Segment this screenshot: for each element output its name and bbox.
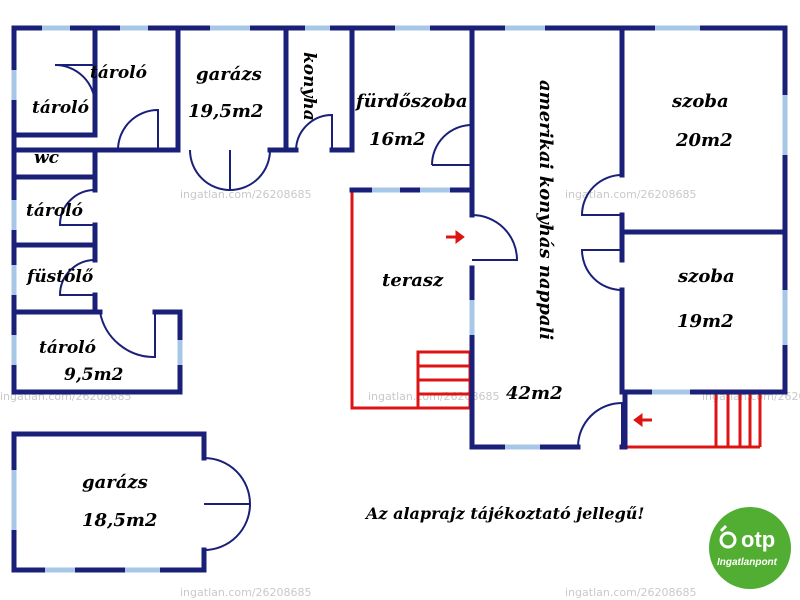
label-konyha: konyha — [299, 52, 319, 121]
door-bath — [431, 124, 473, 166]
door-taroló-bottom — [99, 311, 156, 359]
door-konyha — [295, 113, 333, 151]
arrow-left-icon — [633, 413, 652, 427]
watermark-7: ingatlan.com/26208685 — [565, 586, 697, 599]
logo-brand: otp — [741, 527, 775, 552]
arrow-right-icon — [446, 230, 465, 244]
label-taroló-left: tároló — [32, 98, 89, 118]
entry-arrows — [446, 230, 652, 427]
room-labels: tároló tároló wc tároló füstölő tároló 9… — [26, 52, 735, 531]
door-garage-left — [189, 149, 231, 192]
label-nappali-area: 42m2 — [506, 383, 563, 404]
logo-mark-icon — [719, 524, 737, 549]
label-szoba1: szoba — [671, 91, 729, 112]
label-garazs-inner: garázs — [196, 64, 262, 85]
label-szoba2: szoba — [677, 266, 735, 287]
label-terasz: terasz — [382, 270, 444, 291]
label-fustolo: füstölő — [26, 267, 94, 287]
terrace-outline — [350, 192, 762, 449]
label-garazs-inner-area: 19,5m2 — [188, 101, 263, 122]
label-garazs-outer-area: 18,5m2 — [82, 510, 157, 531]
door-garage-right — [229, 149, 271, 191]
label-taroló-top: tároló — [90, 63, 147, 83]
door-outer-garage-2 — [203, 503, 251, 551]
watermark-6: ingatlan.com/26208685 — [180, 586, 312, 599]
door-entrance — [577, 401, 623, 448]
otp-logo: otp Ingatlanpont — [709, 507, 791, 589]
door-szoba2 — [580, 249, 623, 291]
label-wc: wc — [34, 148, 60, 168]
label-garazs-outer: garázs — [82, 472, 148, 493]
label-taroló-bottom: tároló — [39, 338, 96, 358]
label-furdoszoba-area: 16m2 — [369, 129, 426, 150]
label-furdoszoba: fürdőszoba — [354, 91, 468, 112]
watermark-2: ingatlan.com/26208685 — [565, 188, 697, 201]
label-nappali: amerikai konyhás nappali — [535, 80, 556, 340]
logo-subtitle: Ingatlanpont — [717, 557, 778, 568]
door-terrace — [471, 214, 519, 261]
label-szoba2-area: 19m2 — [677, 311, 734, 332]
label-taroló-bottom-area: 9,5m2 — [64, 365, 124, 385]
windows — [11, 25, 788, 573]
watermark-4: ingatlan.com/26208685 — [368, 390, 500, 403]
door-outer-garage-1 — [203, 457, 252, 505]
doors — [54, 64, 623, 551]
watermark-1: ingatlan.com/26208685 — [180, 188, 312, 201]
door-fustolo — [58, 259, 96, 296]
label-taroló-mid: tároló — [26, 201, 83, 221]
door-hall-left — [117, 108, 159, 151]
label-szoba1-area: 20m2 — [675, 130, 733, 151]
watermarks: ingatlan.com/26208685 ingatlan.com/26208… — [0, 188, 800, 599]
logo-circle — [709, 507, 791, 589]
disclaimer-note: Az alaprajz tájékoztató jellegű! — [364, 504, 644, 523]
door-taroló-mid — [58, 189, 96, 226]
door-szoba1 — [580, 174, 623, 216]
